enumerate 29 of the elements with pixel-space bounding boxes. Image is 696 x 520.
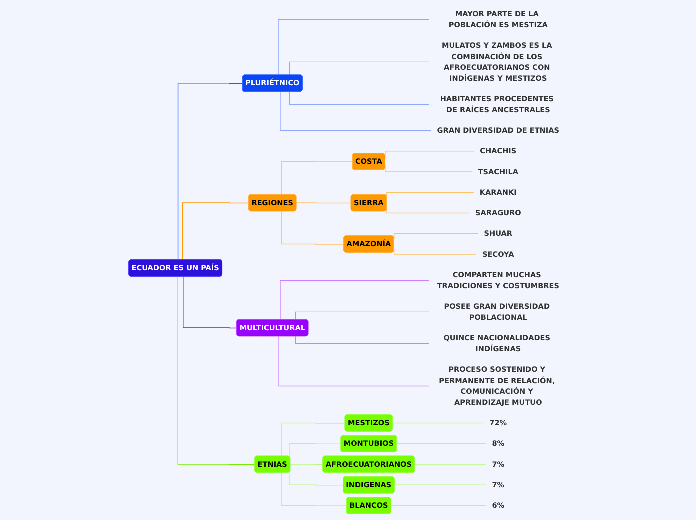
connector xyxy=(280,280,430,320)
connector xyxy=(278,19,430,76)
connector xyxy=(182,276,238,329)
connector xyxy=(289,62,430,76)
connector xyxy=(289,472,344,486)
connector xyxy=(396,443,487,444)
connector xyxy=(296,202,352,204)
connector xyxy=(182,202,250,260)
connector xyxy=(289,92,430,106)
connector xyxy=(392,422,484,424)
connector xyxy=(295,336,430,344)
connector xyxy=(386,206,470,214)
connector xyxy=(281,211,344,245)
connector xyxy=(178,83,244,260)
connector xyxy=(281,422,346,457)
connector xyxy=(295,312,430,320)
connector xyxy=(394,484,487,486)
connector xyxy=(394,248,477,255)
connector xyxy=(290,464,324,466)
connector xyxy=(281,161,354,196)
connector xyxy=(281,472,348,506)
connector xyxy=(414,464,487,466)
connector xyxy=(385,164,473,172)
connector xyxy=(289,443,342,458)
connector xyxy=(178,276,256,466)
connector xyxy=(394,234,479,240)
connector xyxy=(390,505,487,506)
connector xyxy=(278,336,430,387)
connector xyxy=(280,92,432,132)
